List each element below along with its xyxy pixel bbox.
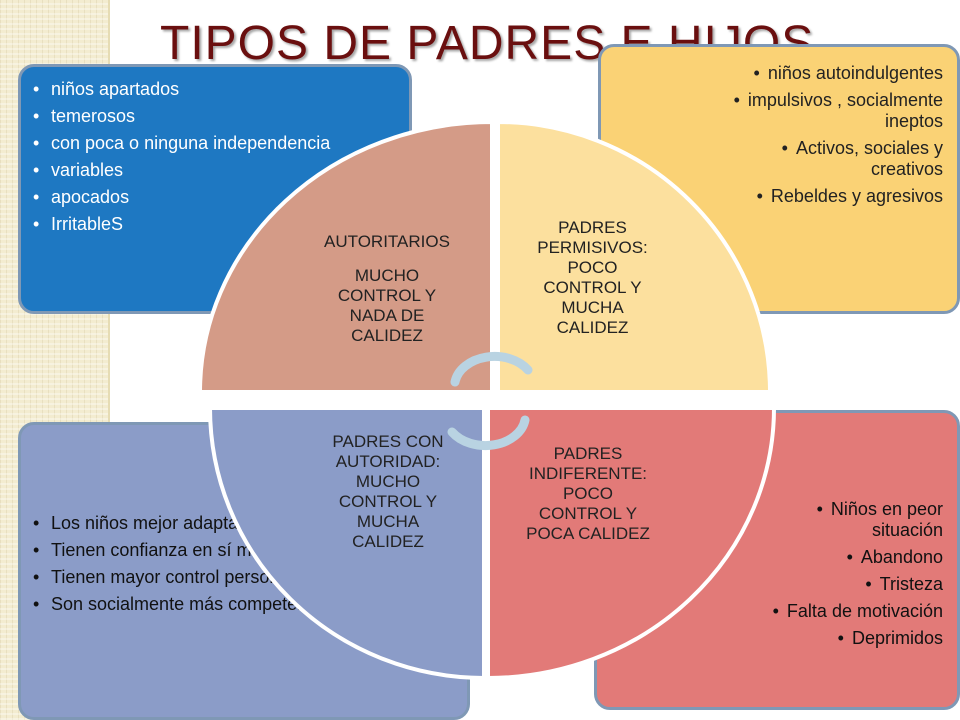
list-item: IrritableS xyxy=(33,214,393,235)
list-item: Tienen mayor control personal xyxy=(33,567,451,588)
list-item: temerosos xyxy=(33,106,393,127)
quadrant-line: PADRES CON xyxy=(332,432,444,451)
quadrant-line: MUCHA xyxy=(356,512,420,531)
quadrant-line: CONTROL Y xyxy=(338,492,438,511)
list-item: Deprimidos xyxy=(747,628,943,649)
cycle-arrow-lower xyxy=(447,415,530,451)
cycle-arrows-icon xyxy=(447,351,533,451)
quadrant-line: POCO xyxy=(562,484,614,503)
list-authoritative-children: Los niños mejor adaptados Tienen confian… xyxy=(21,425,467,615)
list-item: Rebeldes y agresivos xyxy=(711,186,943,207)
quadrant-indifferent xyxy=(486,406,777,681)
quadrant-line: INDIFERENTE: xyxy=(528,464,648,483)
quadrant-line: CALIDEZ xyxy=(556,318,629,337)
quadrant-line: AUTORIDAD: xyxy=(335,452,441,471)
list-item: variables xyxy=(33,160,393,181)
quadrant-heading: AUTORITARIOS xyxy=(324,232,450,251)
list-indifferent-children: Niños en peor situación Abandono Tristez… xyxy=(597,413,957,649)
list-authoritarian-children: niños apartados temerosos con poca o nin… xyxy=(21,67,409,235)
quadrant-line: MUCHO xyxy=(355,472,421,491)
list-item: Tienen confianza en sí mismos xyxy=(33,540,451,561)
quadrant-authoritarian xyxy=(197,119,494,394)
quadrant-line: PADRES xyxy=(553,444,623,463)
quadrant-permissive xyxy=(496,119,773,394)
list-item: Tristeza xyxy=(747,574,943,595)
list-item: apocados xyxy=(33,187,393,208)
list-item: Son socialmente más competentes xyxy=(33,594,451,615)
list-item: impulsivos , socialmente ineptos xyxy=(711,90,943,132)
list-item: Niños en peor situación xyxy=(747,499,943,541)
list-permissive-children: niños autoindulgentes impulsivos , socia… xyxy=(601,47,957,207)
list-item: niños apartados xyxy=(33,79,393,100)
quadrant-line: CONTROL Y xyxy=(538,504,638,523)
list-item: con poca o ninguna independencia xyxy=(33,133,393,154)
quadrant-line: CALIDEZ xyxy=(352,532,424,551)
list-item: Los niños mejor adaptados xyxy=(33,513,451,534)
cycle-arrow-upper xyxy=(450,351,533,387)
list-item: Abandono xyxy=(747,547,943,568)
quadrant-line: POCA CALIDEZ xyxy=(526,524,650,543)
quadrant-line: CALIDEZ xyxy=(351,326,423,345)
quadrant-authoritative xyxy=(207,406,486,681)
quadrant-line: PERMISIVOS: xyxy=(537,238,648,257)
quadrant-label-authoritarian: AUTORITARIOS MUCHO CONTROL Y NADA DE CAL… xyxy=(292,232,482,346)
list-item: Activos, sociales y creativos xyxy=(711,138,943,180)
quadrant-label-indifferent: PADRES INDIFERENTE: POCO CONTROL Y POCA … xyxy=(495,444,681,544)
quadrant-line: NADA DE xyxy=(349,306,425,325)
quadrant-line: CONTROL Y xyxy=(337,286,437,305)
list-item: Falta de motivación xyxy=(747,601,943,622)
quadrant-line: POCO xyxy=(567,258,618,277)
quadrant-line: PADRES xyxy=(558,218,627,237)
quadrant-label-permissive: PADRES PERMISIVOS: POCO CONTROL Y MUCHA … xyxy=(510,218,675,338)
quadrant-label-authoritative: PADRES CON AUTORIDAD: MUCHO CONTROL Y MU… xyxy=(300,432,476,552)
list-item: niños autoindulgentes xyxy=(711,63,943,84)
quadrant-line: MUCHA xyxy=(561,298,624,317)
quadrant-line: CONTROL Y xyxy=(543,278,642,297)
quadrant-line: MUCHO xyxy=(354,266,420,285)
